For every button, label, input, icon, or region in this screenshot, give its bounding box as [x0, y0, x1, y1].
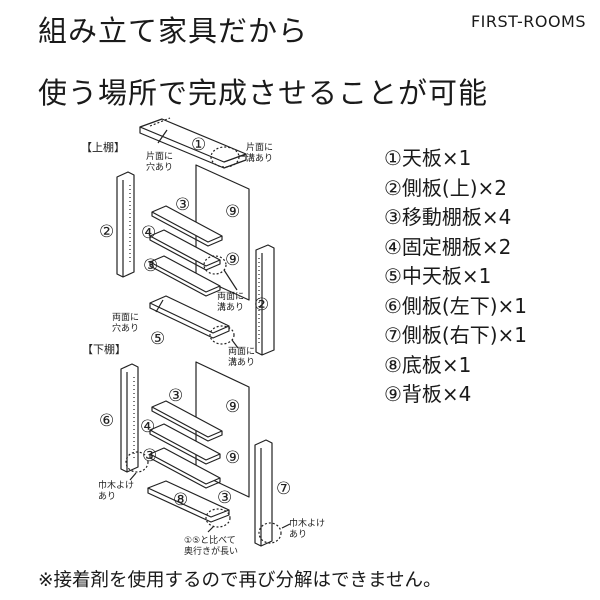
note-baseboard-left-1: 巾木よけ: [98, 479, 134, 491]
note-one-side-groove-1: 片面に: [246, 141, 273, 153]
note-one-side-groove-2: 溝あり: [246, 152, 273, 164]
lower-shelf-label: 【下棚】: [82, 342, 126, 356]
note-both-sides-groove-b-1: 両面に: [228, 346, 255, 357]
callout-2-right: ②: [254, 295, 269, 315]
part-item: ②側板(上)×2: [384, 175, 508, 200]
side-panel-upper-right: [255, 244, 275, 356]
note-both-sides-groove-b-2: 溝あり: [228, 356, 255, 368]
note-baseboard-left-2: あり: [98, 491, 116, 502]
adhesive-note: ※接着剤を使用するので再び分解はできません。: [38, 570, 442, 591]
note-both-sides-hole-1: 両面に: [112, 312, 139, 323]
callout-9-a: ⑨: [225, 202, 240, 222]
part-item: ④固定棚板×2: [384, 234, 512, 259]
callout-9-b: ⑨: [225, 250, 240, 270]
part-item: ③移動棚板×4: [384, 205, 512, 229]
heading-line-1: 組み立て家具だから: [38, 14, 309, 48]
note-deeper-2: 奥行きが長い: [184, 545, 238, 557]
note-baseboard-right-2: あり: [289, 529, 307, 540]
upper-shelf-label: 【上棚】: [81, 140, 125, 154]
callout-3-a: ③: [175, 195, 190, 215]
note-baseboard-right-1: 巾木よけ: [289, 517, 325, 529]
parts-list: ①天板×1 ②側板(上)×2 ③移動棚板×4 ④固定棚板×2 ⑤中天板×1 ⑥側…: [384, 144, 527, 410]
callout-3-e: ③: [217, 488, 232, 508]
part-item: ⑧底板×1: [384, 352, 472, 377]
note-deeper-1: ①⑤と比べて: [184, 534, 236, 546]
callout-1: ①: [191, 135, 206, 155]
side-panel-upper-left: [116, 171, 135, 278]
callout-8: ⑧: [173, 490, 188, 510]
part-item: ⑥側板(左下)×1: [384, 293, 528, 318]
note-one-side-hole-1: 片面に: [146, 150, 173, 162]
side-panel-lower-right: [254, 439, 273, 547]
callout-3-c: ③: [168, 386, 183, 406]
callout-2-left: ②: [99, 222, 114, 242]
callout-9-d: ⑨: [225, 448, 240, 468]
note-both-sides-groove-a-1: 両面に: [217, 291, 244, 302]
part-item: ⑤中天板×1: [384, 264, 492, 288]
part-item: ①天板×1: [384, 146, 472, 170]
side-panel-lower-left: [120, 363, 139, 473]
callout-7: ⑦: [276, 479, 291, 499]
callout-3-d: ③: [142, 446, 157, 466]
callout-6: ⑥: [99, 411, 114, 431]
part-item: ⑨背板×4: [384, 382, 472, 406]
callout-3-b: ③: [143, 256, 158, 276]
callout-4-b: ④: [140, 417, 155, 437]
callout-4-a: ④: [141, 223, 156, 243]
callout-5: ⑤: [150, 329, 165, 349]
heading-line-2: 使う場所で完成させることが可能: [38, 76, 489, 110]
note-both-sides-groove-a-2: 溝あり: [217, 301, 244, 313]
note-one-side-hole-2: 穴あり: [146, 161, 173, 173]
brand-name: FIRST-ROOMS: [470, 12, 586, 31]
note-both-sides-hole-2: 穴あり: [112, 322, 139, 334]
part-item: ⑦側板(右下)×1: [384, 323, 528, 347]
callout-9-c: ⑨: [225, 397, 240, 417]
